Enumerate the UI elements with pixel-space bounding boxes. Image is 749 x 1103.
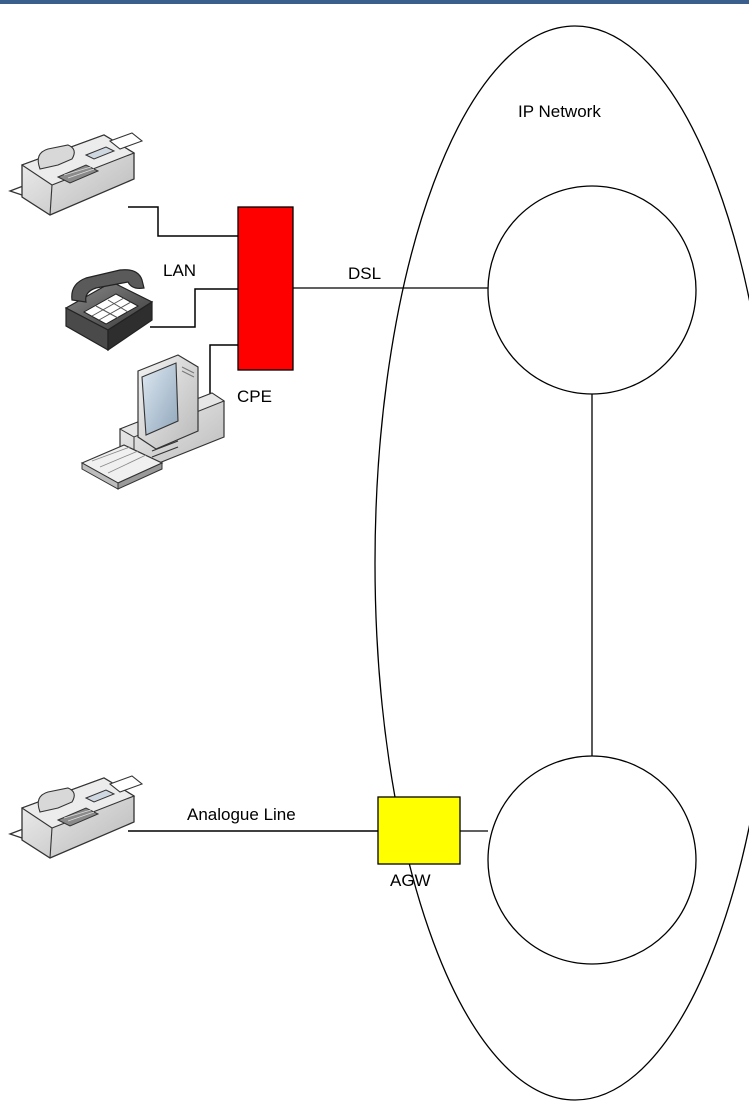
network-node-top (488, 186, 696, 394)
lan-label: LAN (163, 261, 196, 280)
fax-machine-icon (10, 776, 142, 858)
desktop-computer-icon (82, 355, 224, 489)
cpe-label: CPE (237, 387, 272, 406)
dsl-label: DSL (348, 264, 381, 283)
lan-link-telephone (150, 289, 238, 327)
cpe-box (238, 207, 293, 370)
fax-machine-icon (10, 133, 142, 215)
lan-link-fax (128, 207, 238, 236)
ip-network-label: IP Network (518, 102, 601, 121)
network-node-bottom (488, 756, 696, 964)
agw-box (378, 797, 460, 864)
telephone-icon (66, 270, 152, 350)
analogue-line-label: Analogue Line (187, 805, 296, 824)
agw-label: AGW (390, 871, 431, 890)
